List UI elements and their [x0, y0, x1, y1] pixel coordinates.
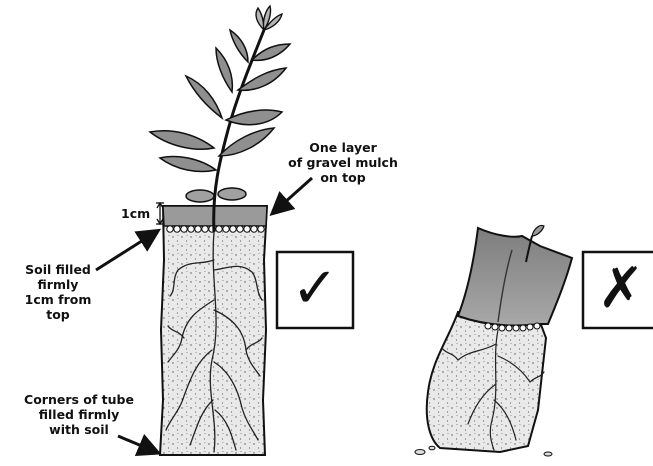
gravel-label-line-3: on top	[268, 170, 418, 185]
correct-check-icon: ✓	[292, 256, 339, 321]
corners-label-line-2: filled firmly	[4, 407, 154, 422]
incorrect-bag-top	[458, 228, 572, 326]
corners-label-line-3: with soil	[4, 422, 154, 437]
gravel-label-line-1: One layer	[268, 140, 418, 155]
incorrect-bag-group	[415, 225, 572, 456]
soil-label: Soil filled firmly 1cm from top	[10, 262, 106, 322]
soil-label-line-2: firmly	[10, 277, 106, 292]
gravel-label: One layer of gravel mulch on top	[268, 140, 418, 185]
corners-label-line-1: Corners of tube	[4, 392, 154, 407]
incorrect-cross-icon: ✗	[598, 256, 645, 321]
correct-tube-group	[150, 6, 290, 455]
correct-plant-flower	[256, 6, 282, 30]
soil-label-line-3: 1cm from	[10, 292, 106, 307]
corners-label: Corners of tube filled firmly with soil	[4, 392, 154, 437]
measure-label: 1cm	[121, 206, 150, 221]
gravel-label-line-2: of gravel mulch	[268, 155, 418, 170]
soil-label-line-4: top	[10, 307, 106, 322]
incorrect-plant-leaf	[532, 225, 544, 236]
soil-label-line-1: Soil filled	[10, 262, 106, 277]
incorrect-bag-body	[427, 312, 546, 452]
corners-arrow	[118, 436, 156, 452]
